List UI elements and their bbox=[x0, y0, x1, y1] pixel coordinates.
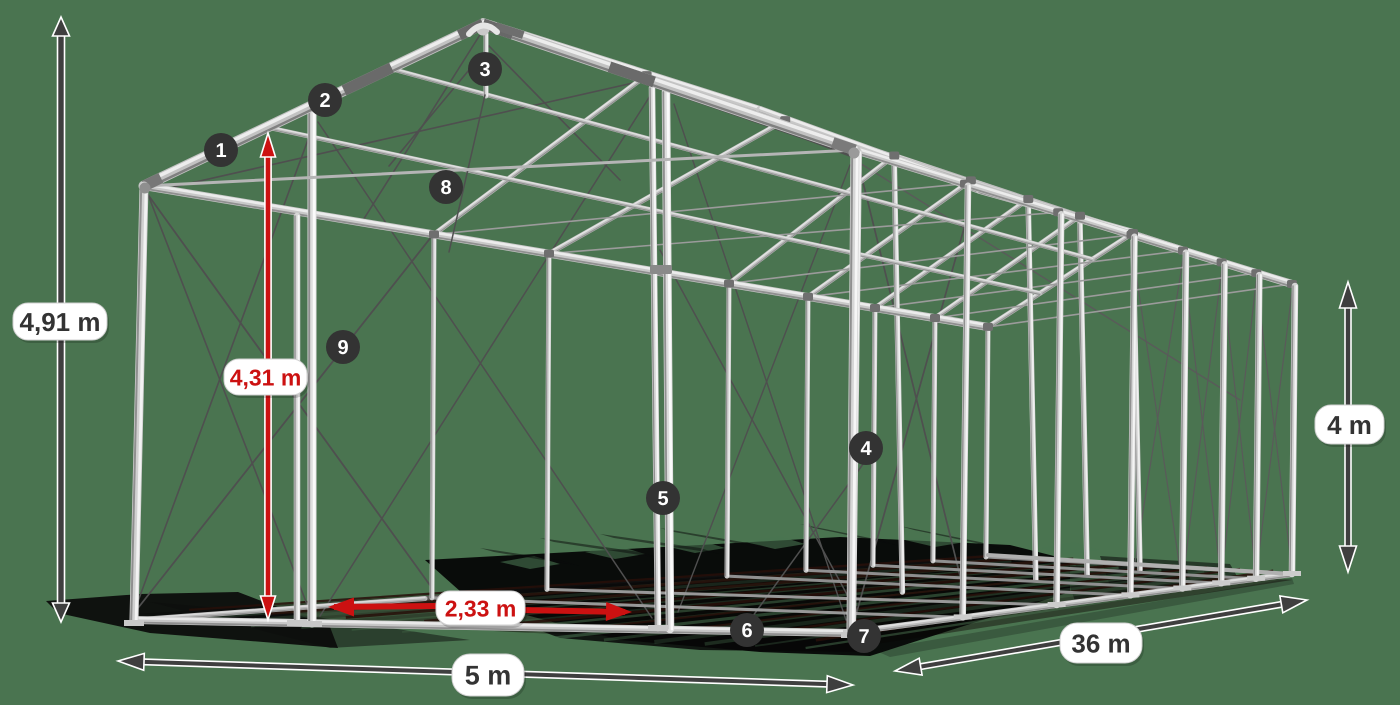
svg-text:4,31 m: 4,31 m bbox=[230, 364, 302, 390]
svg-text:4 m: 4 m bbox=[1327, 410, 1372, 440]
svg-text:2: 2 bbox=[319, 90, 330, 112]
svg-text:2,33 m: 2,33 m bbox=[445, 595, 517, 621]
svg-text:9: 9 bbox=[337, 337, 348, 359]
svg-text:4: 4 bbox=[860, 438, 872, 460]
svg-text:8: 8 bbox=[440, 177, 451, 199]
svg-text:3: 3 bbox=[479, 59, 490, 81]
svg-text:36 m: 36 m bbox=[1071, 628, 1130, 658]
svg-text:4,91 m: 4,91 m bbox=[20, 307, 101, 337]
svg-text:1: 1 bbox=[215, 140, 226, 162]
svg-text:5 m: 5 m bbox=[465, 661, 512, 691]
svg-text:5: 5 bbox=[657, 488, 668, 510]
svg-text:7: 7 bbox=[858, 626, 869, 648]
svg-text:6: 6 bbox=[741, 620, 752, 642]
